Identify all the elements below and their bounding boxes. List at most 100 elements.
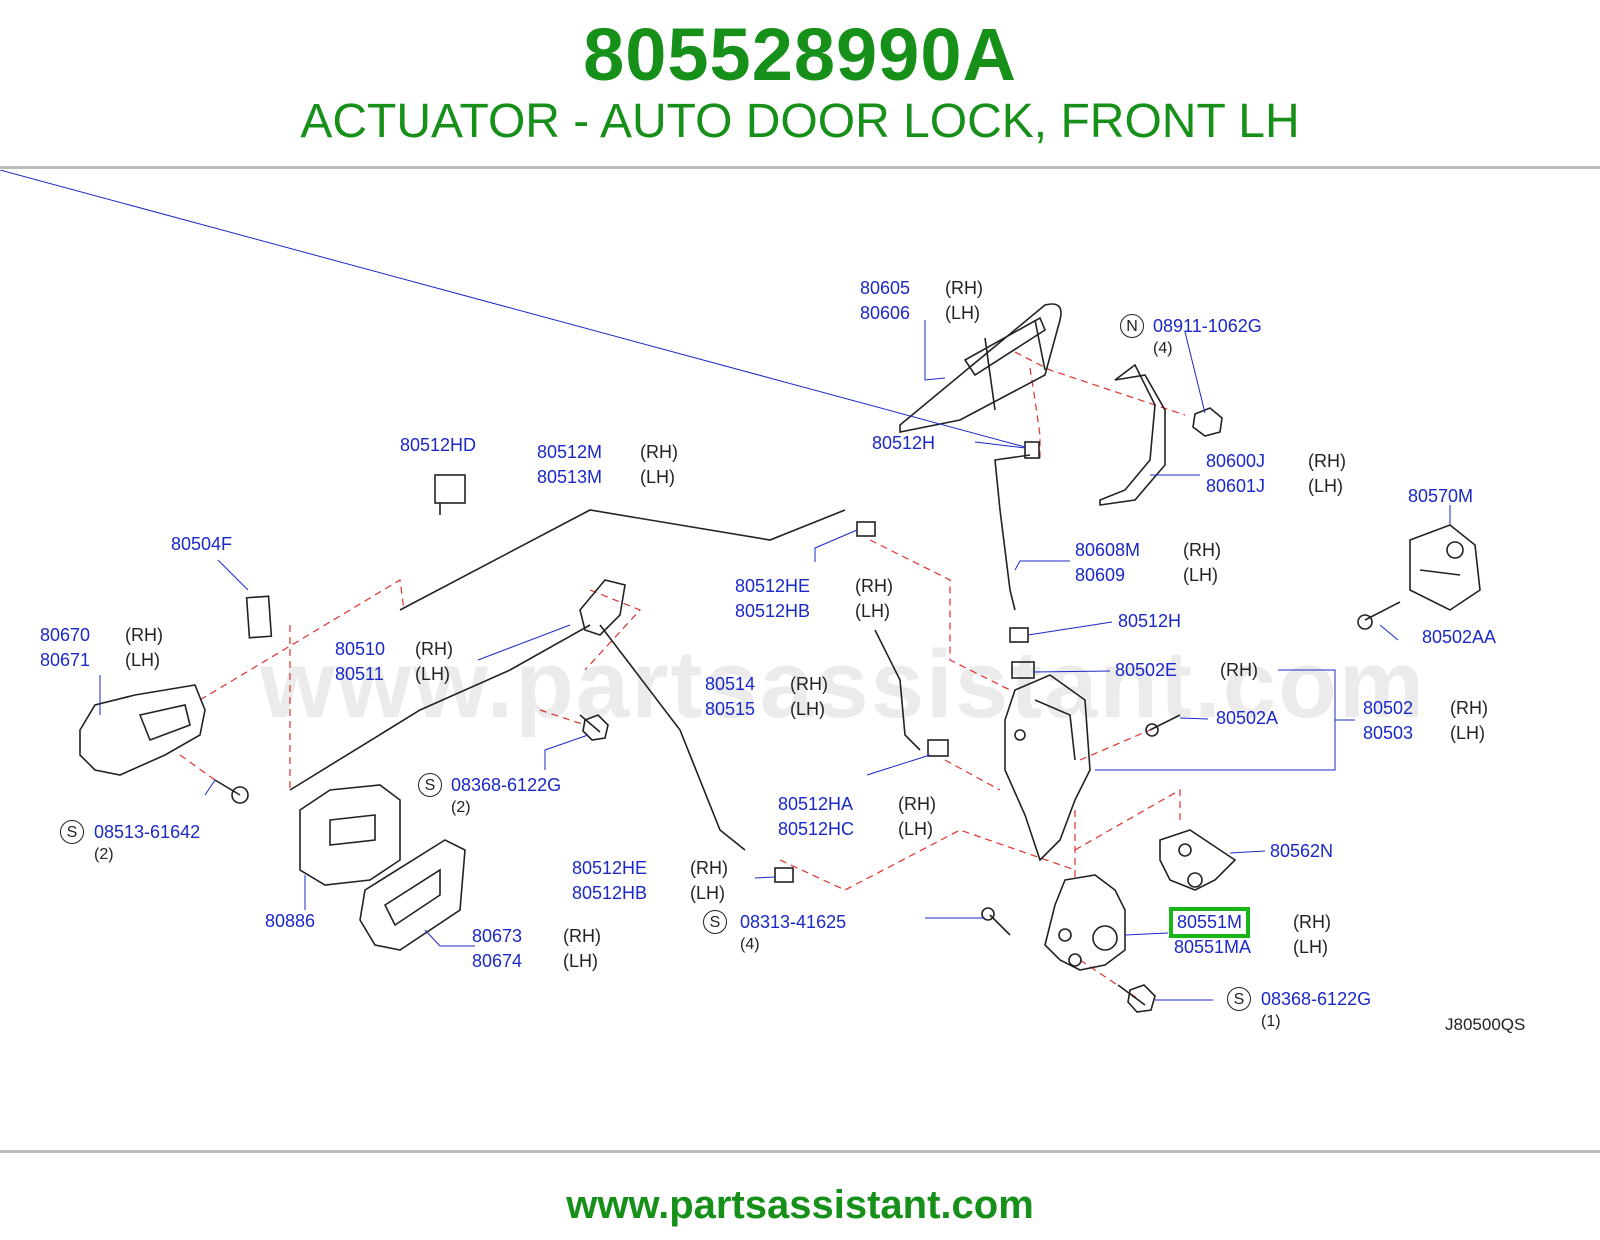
striker-part: [1409, 524, 1481, 611]
part-label-08513-61642[interactable]: 08513-61642: [94, 822, 201, 842]
part-label-80601j[interactable]: 80601J: [1206, 476, 1266, 496]
clip-part-80512ha: [927, 739, 949, 757]
screw-part-08313: [981, 907, 1011, 936]
part-label-80512h-mid[interactable]: 80512H: [1118, 611, 1182, 631]
side-lh: (LH): [415, 664, 450, 684]
clip-part-80512he-a: [856, 521, 876, 537]
quantity: (1): [1261, 1013, 1281, 1030]
screw-marker: S: [60, 820, 84, 844]
part-label-08911-1062g[interactable]: 08911-1062G: [1153, 316, 1262, 336]
part-label-80886[interactable]: 80886: [265, 911, 316, 931]
inside-handle-part: [79, 684, 206, 776]
part-label-80512hc[interactable]: 80512HC: [778, 819, 855, 839]
side-lh: (LH): [1183, 565, 1218, 585]
part-label-80609[interactable]: 80609: [1075, 565, 1126, 585]
side-rh: (RH): [1293, 912, 1331, 932]
clip-part-80512he-b: [774, 867, 794, 883]
part-label-80608m[interactable]: 80608M: [1075, 540, 1141, 560]
side-rh: (RH): [640, 442, 678, 462]
screw-marker: S: [1227, 987, 1251, 1011]
bolt-part-08368-b: [1117, 984, 1156, 1013]
side-rh: (RH): [125, 625, 163, 645]
side-rh: (RH): [898, 794, 936, 814]
part-label-80502aa[interactable]: 80502AA: [1422, 627, 1497, 647]
side-lh: (LH): [690, 883, 725, 903]
clip-part-80512h-mid: [1009, 627, 1029, 643]
switch-part: [1159, 829, 1237, 891]
part-label-80504f[interactable]: 80504F: [171, 534, 233, 554]
outside-handle-part: [899, 303, 1062, 433]
part-label-80562n[interactable]: 80562N: [1270, 841, 1334, 861]
footer-url[interactable]: www.partsassistant.com: [566, 1183, 1034, 1227]
side-rh: (RH): [855, 576, 893, 596]
side-lh: (LH): [1450, 723, 1485, 743]
part-label-80671[interactable]: 80671: [40, 650, 91, 670]
part-label-80502a[interactable]: 80502A: [1216, 708, 1279, 728]
side-rh: (RH): [790, 674, 828, 694]
watermark: www.partsassistant.com: [260, 631, 1427, 738]
rod-part-80510: [289, 624, 591, 791]
side-lh: (LH): [563, 951, 598, 971]
part-label-80512hb[interactable]: 80512HB: [735, 601, 811, 621]
side-lh: (LH): [898, 819, 933, 839]
side-rh: (RH): [1183, 540, 1221, 560]
part-label-80551ma[interactable]: 80551MA: [1174, 937, 1252, 957]
rod-part-80608m: [994, 454, 1031, 611]
actuator-part: [1044, 874, 1126, 971]
part-label-80502[interactable]: 80502: [1363, 698, 1414, 718]
part-label-80512hd[interactable]: 80512HD: [400, 435, 477, 455]
part-label-80670[interactable]: 80670: [40, 625, 91, 645]
part-label-80512h-top[interactable]: 80512H: [872, 433, 936, 453]
nut-part: [1192, 407, 1223, 437]
latch-bracket-part: [579, 579, 626, 636]
part-label-08368-6122g[interactable]: 08368-6122G: [451, 775, 562, 795]
part-label-80512m[interactable]: 80512M: [537, 442, 603, 462]
side-lh: (LH): [790, 699, 825, 719]
side-lh: (LH): [1293, 937, 1328, 957]
part-label-08368-6122g[interactable]: 08368-6122G: [1261, 989, 1372, 1009]
part-label-80513m[interactable]: 80513M: [537, 467, 603, 487]
part-label-80512hb[interactable]: 80512HB: [572, 883, 648, 903]
part-label-80511[interactable]: 80511: [335, 664, 384, 684]
screw-part-08513: [214, 779, 249, 804]
part-label-80512ha[interactable]: 80512HA: [778, 794, 854, 814]
side-lh: (LH): [855, 601, 890, 621]
part-label-80512he[interactable]: 80512HE: [735, 576, 811, 596]
part-label-80570m[interactable]: 80570M: [1408, 486, 1474, 506]
side-lh: (LH): [640, 467, 675, 487]
part-label-80512he[interactable]: 80512HE: [572, 858, 648, 878]
part-description: ACTUATOR - AUTO DOOR LOCK, FRONT LH: [300, 95, 1300, 148]
part-label-80605[interactable]: 80605: [860, 278, 911, 298]
side-rh: (RH): [563, 926, 601, 946]
diagram-code: J80500QS: [1445, 1015, 1526, 1034]
part-label-80606[interactable]: 80606: [860, 303, 911, 323]
quantity: (2): [94, 846, 114, 863]
part-number-title: 805528990A: [583, 13, 1017, 96]
side-rh: (RH): [690, 858, 728, 878]
part-label-80502e[interactable]: 80502E: [1115, 660, 1178, 680]
page-header: 805528990A ACTUATOR - AUTO DOOR LOCK, FR…: [0, 0, 1600, 168]
side-rh: (RH): [1450, 698, 1488, 718]
side-lh: (LH): [945, 303, 980, 323]
part-label-80673[interactable]: 80673: [472, 926, 523, 946]
side-rh: (RH): [1308, 451, 1346, 471]
bracket-part: [1099, 363, 1166, 506]
side-rh: (RH): [415, 639, 453, 659]
pocket-part: [299, 784, 401, 886]
diagram-artwork: [0, 170, 1481, 1013]
parts-diagram: www.partsassistant.com: [0, 170, 1600, 1170]
screw-part-80502aa: [1357, 601, 1401, 630]
side-rh: (RH): [1220, 660, 1258, 680]
header-divider: [0, 166, 1600, 169]
escutcheon-part: [359, 839, 466, 951]
part-label-80510[interactable]: 80510: [335, 639, 386, 659]
leader-lines: [0, 170, 1451, 1001]
part-label-80600j[interactable]: 80600J: [1206, 451, 1266, 471]
part-label-80503[interactable]: 80503: [1363, 723, 1414, 743]
part-label-80514[interactable]: 80514: [705, 674, 756, 694]
part-label-80674[interactable]: 80674: [472, 951, 523, 971]
part-label-08313-41625[interactable]: 08313-41625: [740, 912, 847, 932]
part-label-80515[interactable]: 80515: [705, 699, 756, 719]
door-lock-assembly-part: [1004, 674, 1091, 862]
part-label-80551m-highlighted[interactable]: 80551M: [1168, 907, 1251, 938]
